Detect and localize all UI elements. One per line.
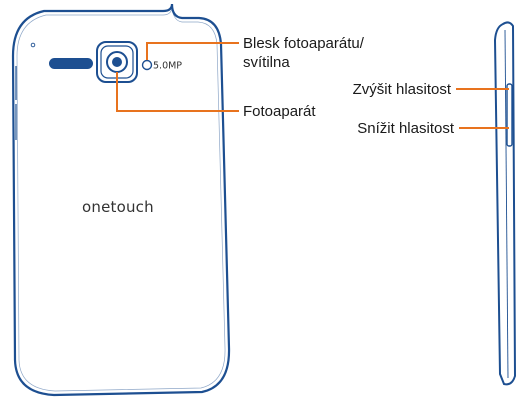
callout-lines: [116, 42, 509, 129]
camera-lens: [112, 57, 122, 67]
speaker-grille: [49, 58, 93, 69]
flash-label-line2: svítilna: [243, 54, 290, 71]
phone-back-inner-edge: [16, 8, 226, 392]
flash-label-line1: Blesk fotoaparátu/: [243, 35, 365, 52]
phone-back-body: [11, 3, 231, 397]
microphone-hole: [30, 42, 36, 48]
camera-label: Fotoaparát: [243, 103, 316, 120]
volume-up-label: Zvýšit hlasitost: [353, 81, 452, 98]
phone-back: 5.0MP onetouch: [11, 3, 231, 397]
flash-callout-line: [146, 42, 239, 60]
camera-callout-line: [116, 72, 239, 112]
brand-logo: onetouch: [82, 198, 154, 216]
volume-down-label: Snížit hlasitost: [357, 120, 455, 137]
camera-spec-text: 5.0MP: [153, 61, 182, 72]
camera-flash: [141, 59, 153, 71]
volume-rocker: [506, 83, 513, 147]
phone-side: [493, 21, 517, 386]
